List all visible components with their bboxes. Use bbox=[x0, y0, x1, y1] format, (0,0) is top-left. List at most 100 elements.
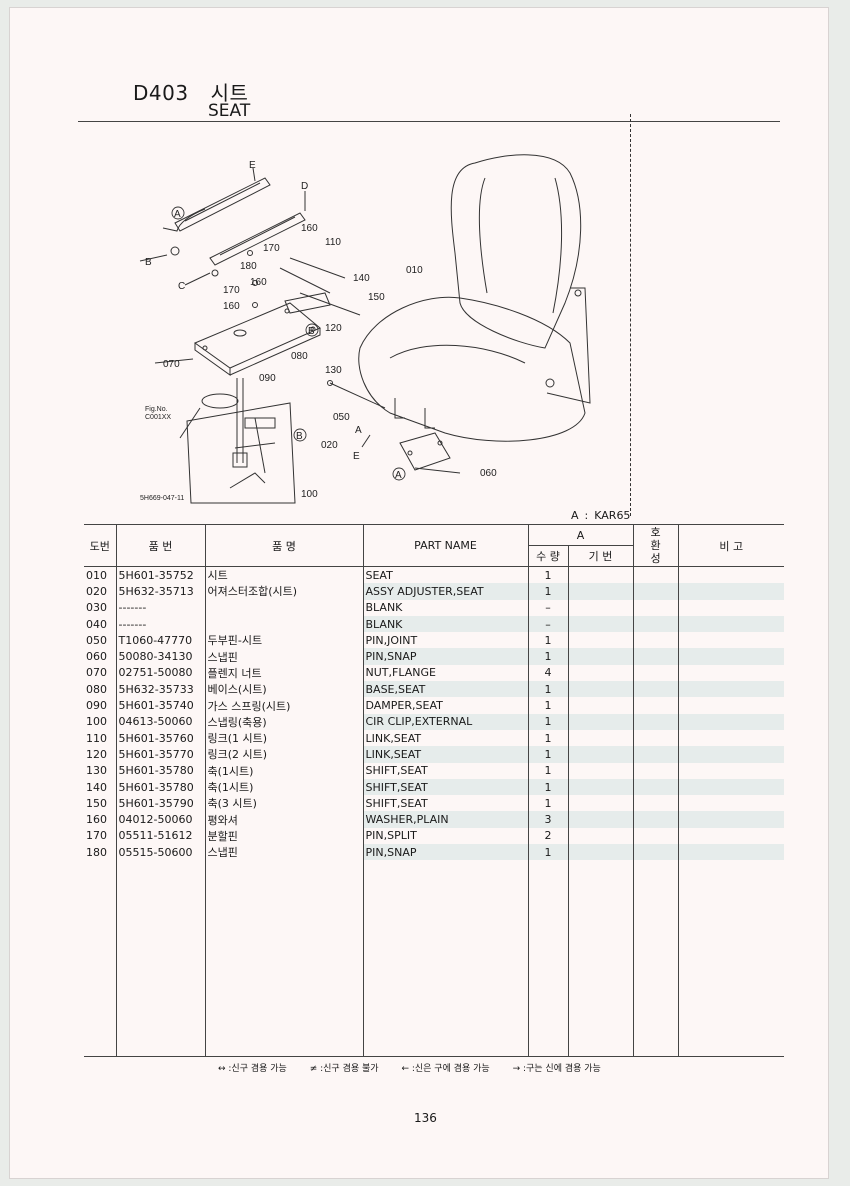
cell-remarks bbox=[677, 632, 784, 649]
cell-part-name: LINK,SEAT bbox=[362, 746, 528, 763]
callout-letter: B bbox=[296, 431, 303, 442]
cell-no: 170 bbox=[86, 829, 107, 843]
cell-part-name: SHIFT,SEAT bbox=[362, 795, 528, 812]
diagram-label: 160 bbox=[223, 301, 240, 312]
compat-label: 호 환 성 bbox=[650, 526, 661, 565]
cell-name-kr: 시트 bbox=[204, 566, 363, 584]
cell-part-no: 5H601-35770 bbox=[115, 746, 205, 763]
cell-qty: – bbox=[527, 599, 568, 616]
cell-name-kr: 분할핀 bbox=[204, 827, 363, 845]
diagram-label: 140 bbox=[353, 273, 370, 284]
diagram-label: 160 bbox=[250, 277, 267, 288]
cell-qty: 3 bbox=[527, 811, 568, 828]
cell-no: 150 bbox=[86, 796, 107, 810]
cell-part-no: 04012-50060 bbox=[115, 811, 205, 828]
cell-no: 030 bbox=[86, 601, 107, 615]
cell-qty: 1 bbox=[527, 681, 568, 698]
cell-no: 120 bbox=[86, 747, 107, 761]
variant-label: A bbox=[571, 509, 579, 522]
cell-remarks bbox=[677, 713, 784, 730]
cell-name-kr: 가스 스프링(시트) bbox=[204, 697, 363, 714]
cell-base-no bbox=[567, 762, 633, 779]
col-header-group-a: A bbox=[527, 524, 633, 546]
callout-letter: A bbox=[174, 209, 181, 220]
col-header-part-no: 품 번 bbox=[115, 524, 205, 567]
fig-no-label: Fig.No. bbox=[145, 406, 168, 413]
cell-remarks bbox=[677, 599, 784, 616]
cell-base-no bbox=[567, 844, 633, 861]
cell-qty: 2 bbox=[527, 827, 568, 845]
diagram-label: 100 bbox=[301, 489, 318, 500]
cell-compat bbox=[632, 566, 678, 584]
callout-letter: E bbox=[353, 451, 360, 462]
cell-remarks bbox=[677, 778, 784, 796]
cell-remarks bbox=[677, 827, 784, 845]
cell-name-kr: 스냅핀 bbox=[204, 648, 363, 665]
cell-qty: 4 bbox=[527, 664, 568, 682]
cell-name-kr: 어져스터조합(시트) bbox=[204, 583, 363, 600]
table-row: 040-------BLANK– bbox=[84, 615, 784, 633]
cell-base-no bbox=[567, 583, 633, 600]
diagram-label: 120 bbox=[325, 323, 342, 334]
cell-part-name: LINK,SEAT bbox=[362, 729, 528, 747]
cell-qty: 1 bbox=[527, 795, 568, 812]
filler-cell bbox=[677, 860, 784, 1058]
cell-remarks bbox=[677, 583, 784, 600]
cell-part-no: 5H601-35752 bbox=[115, 566, 205, 584]
cell-compat bbox=[632, 762, 678, 779]
cell-name-kr: 축(1시트) bbox=[204, 778, 363, 796]
diagram-label: 130 bbox=[325, 365, 342, 376]
diagram-label: 070 bbox=[163, 359, 180, 370]
cell-compat bbox=[632, 778, 678, 796]
col-header-no: 도번 bbox=[84, 524, 116, 567]
cell-base-no bbox=[567, 827, 633, 845]
cell-part-no: 5H601-35780 bbox=[115, 762, 205, 779]
cell-compat bbox=[632, 697, 678, 714]
cell-part-name: PIN,SNAP bbox=[362, 844, 528, 861]
cell-no: 070 bbox=[86, 666, 107, 680]
cell-part-no: 05511-51612 bbox=[115, 827, 205, 845]
cell-qty: 1 bbox=[527, 648, 568, 665]
cell-base-no bbox=[567, 697, 633, 714]
cell-part-name: NUT,FLANGE bbox=[362, 664, 528, 682]
cell-base-no bbox=[567, 795, 633, 812]
cell-base-no bbox=[567, 632, 633, 649]
title-rule bbox=[78, 121, 780, 122]
cell-name-kr: 두부핀-시트 bbox=[204, 632, 363, 649]
col-header-qty: 수 량 bbox=[527, 545, 568, 567]
cell-remarks bbox=[677, 697, 784, 714]
cell-part-name: BASE,SEAT bbox=[362, 681, 528, 698]
callout-letter: A bbox=[355, 425, 362, 436]
cell-no: 040 bbox=[86, 617, 107, 631]
cell-compat bbox=[632, 681, 678, 698]
cell-remarks bbox=[677, 811, 784, 828]
cell-part-name: SHIFT,SEAT bbox=[362, 762, 528, 779]
col-header-base-no: 기 번 bbox=[567, 545, 633, 567]
cell-part-name: PIN,SNAP bbox=[362, 648, 528, 665]
cell-qty: 1 bbox=[527, 713, 568, 730]
cell-remarks bbox=[677, 729, 784, 747]
cell-part-no: 5H601-35760 bbox=[115, 729, 205, 747]
parts-table: 도번 품 번 품 명 PART NAME A 호 환 성 비 고 수 량 기 번… bbox=[84, 524, 784, 1058]
cell-compat bbox=[632, 583, 678, 600]
cell-remarks bbox=[677, 762, 784, 779]
cell-part-name: BLANK bbox=[362, 599, 528, 616]
cell-qty: 1 bbox=[527, 844, 568, 861]
cell-qty: 1 bbox=[527, 583, 568, 600]
page-number: 136 bbox=[414, 1111, 437, 1125]
cell-no: 010 bbox=[84, 566, 116, 584]
cell-remarks bbox=[677, 681, 784, 698]
variant-sep: : bbox=[584, 509, 589, 522]
cell-remarks bbox=[677, 566, 784, 584]
legend-item: → :구는 신에 겸용 가능 bbox=[512, 1064, 601, 1074]
diagram-label: 080 bbox=[291, 351, 308, 362]
